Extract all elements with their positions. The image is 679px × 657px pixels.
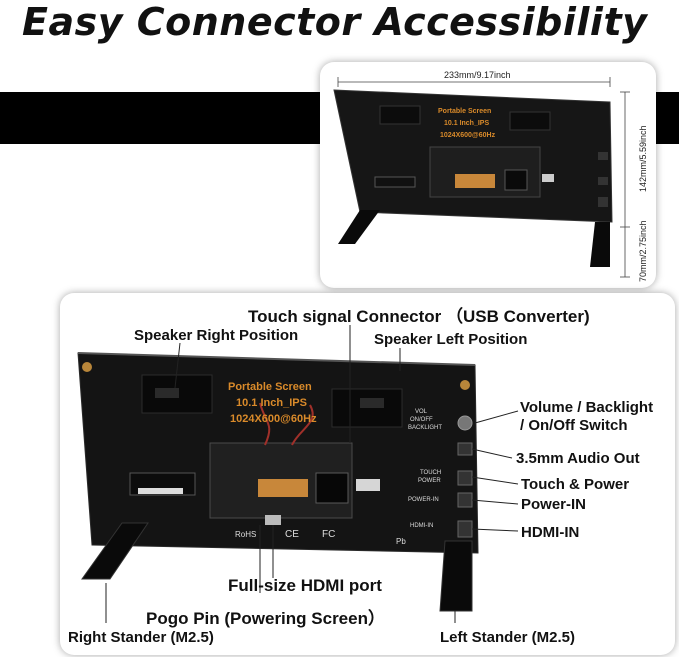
board-pb: Pb (396, 537, 406, 546)
pogo-pin-label: Pogo Pin (Powering Screen） (146, 609, 385, 628)
board-onoff: ON/OFF (410, 417, 433, 423)
speaker-left-label: Speaker Left Position (374, 331, 528, 348)
hdmi-port-label: Full-size HDMI port (228, 576, 382, 595)
page-title: Easy Connector Accessibility (22, 0, 648, 44)
left-stander-label: Left Stander (M2.5) (440, 629, 576, 646)
audio-out-label: 3.5mm Audio Out (516, 450, 640, 467)
width-dimension: 233mm/9.17inch (444, 70, 511, 80)
small-board-line3: 1024X600@60Hz (440, 132, 496, 139)
board-line2: 10.1 Inch_IPS (236, 397, 307, 409)
touch-power-label: Touch & Power (521, 476, 630, 493)
stand-dimension: 70mm/2.75inch (638, 220, 648, 282)
board-fc: FC (322, 529, 336, 540)
board-vol: VOL (415, 409, 428, 415)
board-backlight: BACKLIGHT (408, 425, 443, 431)
board-touch: TOUCH (420, 470, 442, 476)
connector-photo-card: Portable Screen 10.1 Inch_IPS 1024X600@6… (60, 293, 675, 655)
connector-photo (77, 325, 519, 623)
small-board-line2: 10.1 Inch_IPS (444, 120, 490, 127)
board-ce: CE (285, 529, 299, 540)
height-dimension: 142mm/5.59inch (638, 125, 648, 192)
dimension-photo-card: 233mm/9.17inch 142mm/5.59inch 70mm/2.75i… (320, 62, 656, 288)
board-rohs: RoHS (235, 530, 257, 539)
power-in-label: Power-IN (521, 496, 587, 513)
onoff-switch-label: / On/Off Switch (520, 417, 628, 434)
small-board-line1: Portable Screen (438, 108, 492, 115)
hdmi-in-label: HDMI-IN (521, 524, 580, 541)
board-power: POWER (418, 478, 441, 484)
board-line3: 1024X600@60Hz (230, 413, 317, 425)
touch-signal-label: Touch signal Connector （USB Converter) (248, 307, 590, 326)
speaker-right-label: Speaker Right Position (134, 327, 299, 344)
volume-label: Volume / Backlight (520, 399, 654, 416)
board-line1: Portable Screen (228, 381, 312, 393)
board-powerin: POWER-IN (408, 497, 439, 503)
right-stander-label: Right Stander (M2.5) (68, 629, 214, 646)
dimension-photo (333, 77, 630, 278)
board-hdmiin: HDMI-IN (410, 523, 434, 529)
